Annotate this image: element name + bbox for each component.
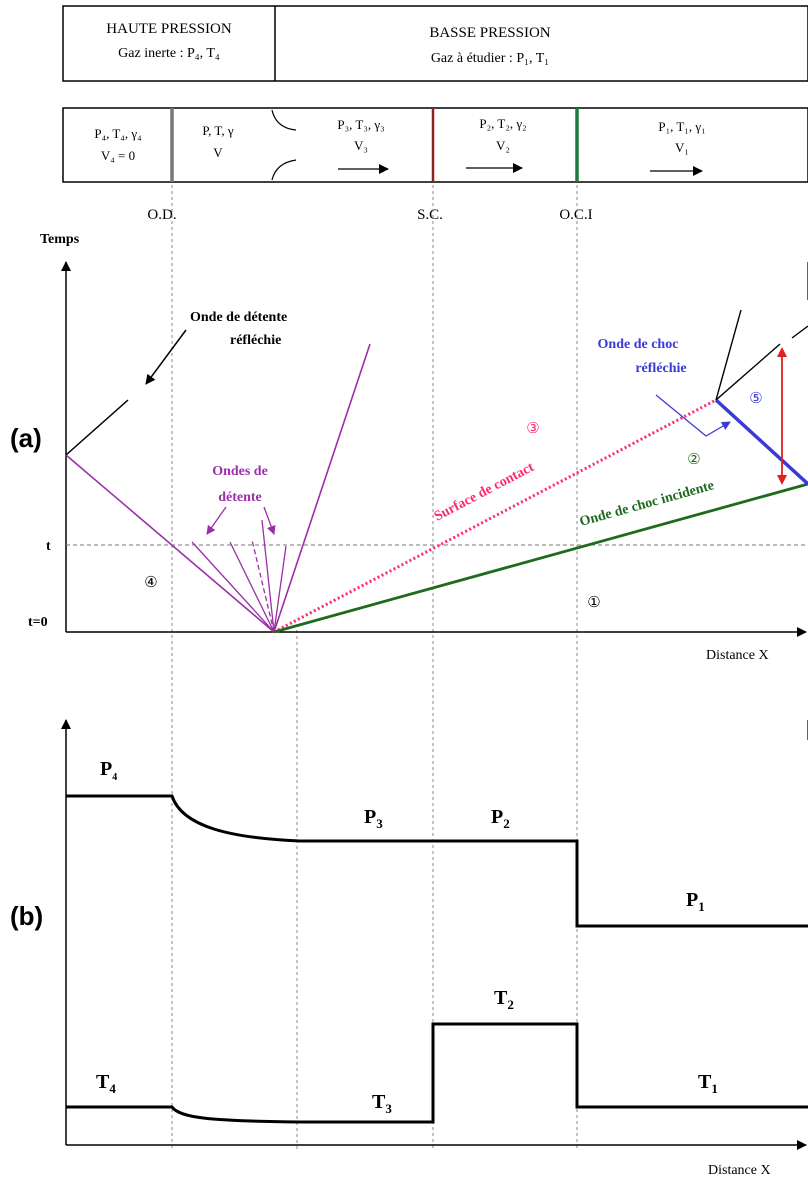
expansion-fan-2: [229, 541, 275, 633]
reflected-shock-label-2: réfléchie: [635, 361, 686, 376]
expansion-fan-5: [273, 545, 287, 633]
pressure-p1-label: P1: [686, 889, 705, 914]
low-pressure-title: BASSE PRESSION: [429, 25, 550, 41]
expansion-waves-arrow-1: [206, 506, 227, 535]
distance-axis-a-label: Distance X: [706, 648, 769, 663]
time-t-label: t: [46, 539, 51, 554]
distance-axis-b-label: Distance X: [708, 1163, 771, 1178]
contact-surface-line: [273, 398, 717, 634]
reflected-expansion-label-2: réfléchie: [230, 333, 281, 348]
zone-3-label: ③: [526, 421, 539, 437]
marker-sc: S.C.: [417, 207, 443, 223]
marker-oci: O.C.I: [559, 207, 592, 223]
high-pressure-title: HAUTE PRESSION: [106, 21, 232, 37]
expansion-fan-3: [251, 539, 275, 633]
expansion-tail: [273, 343, 371, 633]
expansion-fan-4: [261, 519, 275, 633]
region3-state: P₃, T₃, γ₃: [337, 117, 384, 132]
panel-b: (b) Distance X P4 P3 P2 P1 T4 T3 T2 T1: [10, 719, 808, 1178]
temperature-t1-label: T1: [698, 1071, 718, 1096]
region4-state: P₄, T₄, γ₄: [94, 126, 142, 141]
low-pressure-gas: Gaz à étudier : P₁, T₁: [431, 51, 549, 66]
temperature-profile: [66, 1022, 808, 1124]
fan-region-velocity: V: [213, 145, 223, 160]
panel-b-label: (b): [10, 901, 43, 931]
expansion-head: [65, 454, 275, 633]
region2-state: P₂, T₂, γ₂: [479, 116, 526, 131]
high-pressure-gas: Gaz inerte : P₄, T₄: [118, 46, 220, 61]
reflected-shock-extension-3: [791, 325, 808, 339]
reflected-expansion-arrow: [145, 329, 187, 385]
zone-2-label: ②: [687, 452, 700, 468]
region3-velocity: V₃: [354, 138, 368, 153]
reflected-shock-label-1: Onde de choc: [598, 337, 679, 352]
reflected-shock-extension-1: [715, 309, 742, 401]
incident-shock-line: [273, 482, 808, 634]
time-axis-label: Temps: [40, 232, 80, 247]
expansion-fan-bracket-bottom: [271, 159, 297, 181]
panel-a: (a) Temps Distance X t t=0 Onde de déten…: [10, 232, 808, 663]
region2-velocity: V₂: [496, 138, 510, 153]
temperature-t3-label: T3: [372, 1091, 392, 1116]
reflected-shock-pointer: [655, 394, 731, 437]
shock-tube-box: P₄, T₄, γ₄ V₄ = 0 P, T, γ V P₃, T₃, γ₃ V…: [62, 107, 808, 183]
time-t0-label: t=0: [28, 615, 48, 630]
zone-4-label: ④: [144, 575, 157, 591]
marker-od: O.D.: [147, 207, 176, 223]
expansion-waves-arrow-2: [263, 506, 276, 535]
zone-1-label: ①: [587, 595, 600, 611]
pressure-p4-label: P4: [100, 758, 117, 783]
contact-surface-label: Surface de contact: [432, 460, 537, 525]
incident-shock-label: Onde de choc incidente: [578, 478, 716, 530]
expansion-fan-1: [191, 541, 275, 633]
reflected-shock-line: [714, 398, 808, 486]
temperature-t4-label: T4: [96, 1071, 116, 1096]
region1-velocity: V₁: [675, 140, 689, 155]
reflected-expansion-line: [65, 399, 129, 456]
zone-5-label: ⑤: [749, 391, 762, 407]
expansion-waves-label-1: Ondes de: [212, 464, 268, 479]
pressure-header-box: HAUTE PRESSION Gaz inerte : P₄, T₄ BASSE…: [62, 5, 808, 82]
reflected-shock-extension-2: [715, 343, 781, 401]
expansion-waves-label-2: détente: [218, 490, 262, 505]
fan-region-state: P, T, γ: [202, 123, 234, 138]
guide-lines: [171, 185, 578, 1150]
region4-velocity: V₄ = 0: [101, 148, 135, 163]
panel-a-label: (a): [10, 423, 42, 453]
pressure-p3-label: P3: [364, 806, 383, 831]
pressure-p2-label: P2: [491, 806, 510, 831]
expansion-fan-bracket-top: [271, 109, 297, 131]
pressure-profile: [66, 794, 808, 928]
temperature-t2-label: T2: [494, 987, 514, 1012]
region1-state: P₁, T₁, γ₁: [658, 119, 705, 134]
reflected-expansion-label-1: Onde de détente: [190, 310, 287, 325]
